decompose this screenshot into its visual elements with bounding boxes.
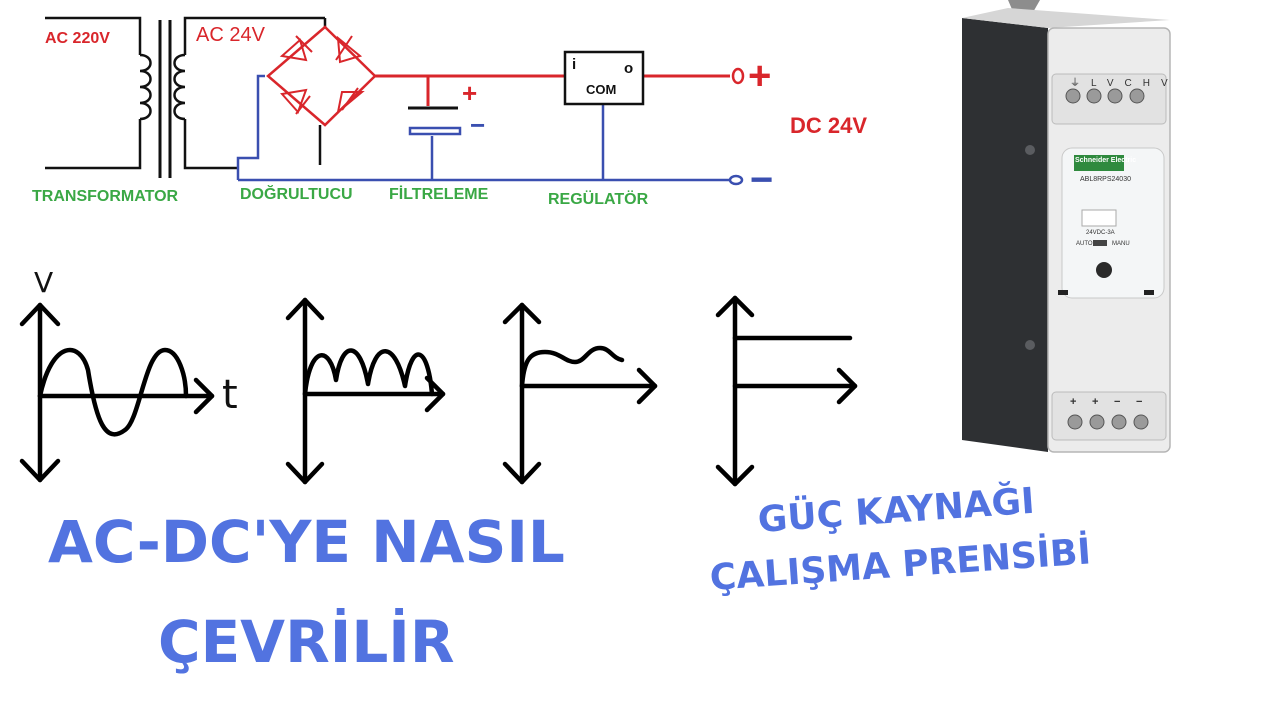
capacitor-plate-bottom [408,126,462,136]
mode-switch [1093,240,1107,246]
bottom-screws [1067,414,1149,430]
terminal-minus-1: − [1114,396,1121,408]
filtered-wave [519,345,625,389]
primary-coil [139,53,152,121]
output-voltage-label: DC 24V [790,113,868,138]
diode-bottom-left [280,88,311,115]
regulator-box [563,50,645,106]
status-led [1144,290,1154,295]
device-model: ABL8RPS24030 [1080,176,1131,183]
capacitor-plus-sign: + [462,78,478,108]
device-brand: Schneider Electric [1075,157,1137,164]
filter-capacitor [408,106,462,136]
secondary-coil [173,53,186,121]
device-label-panel [1081,209,1117,227]
terminal-minus-2: − [1136,396,1143,408]
output-terminal-positive [731,67,745,85]
terminal-hv-label: HV [1142,78,1179,89]
diode-bottom-right [336,87,365,115]
main-title-line2: ÇEVRİLİR [158,608,455,676]
device-rating: 24VDC-3A [1086,230,1115,236]
terminal-plus-2: + [1092,396,1099,408]
stage-label-filter: FİLTRELEME [389,186,489,203]
primary-wire-bottom [45,119,142,170]
device-mode-auto: AUTO [1076,241,1093,247]
secondary-wire [183,16,325,55]
waveform-filtered [502,302,658,485]
voltage-axis-label: V [34,266,54,299]
main-title-line1: AC-DC'YE NASIL [48,508,565,576]
terminal-plus-1: + [1070,396,1077,408]
stage-label-regulator: REGÜLATÖR [548,191,649,208]
output-minus-sign: − [750,158,774,202]
regulator-in-pin: i [572,56,577,73]
regulator-com-pin: COM [586,82,617,97]
brand-badge [1074,155,1124,171]
status-led-2 [1058,290,1068,295]
sine-wave [37,347,189,437]
stage-label-rectifier: DOĞRULTUCU [240,186,353,203]
capacitor-minus-sign: − [470,110,486,140]
device-top-terminal-labels: ⏚LVCHV [1070,74,1179,89]
terminal-ground-label: ⏚ [1070,78,1091,89]
ac-secondary-label: AC 24V [196,24,265,46]
side-screws [1025,145,1035,350]
regulator-out-pin: o [624,60,634,77]
waveform-dc [715,295,858,487]
waveform-rectified [285,297,446,485]
terminal-lv-label: LV [1091,78,1125,89]
power-supply-device [962,0,1171,453]
rectifier-neg-wire [236,74,265,168]
transformer [45,16,325,178]
ac-input-label: AC 220V [45,30,110,47]
terminal-c-label: C [1124,78,1143,89]
primary-wire [45,16,142,55]
top-screws [1065,88,1145,104]
secondary-wire-bottom [183,119,238,170]
negative-rail [236,104,730,182]
time-axis-label: t [222,372,238,418]
positive-rail [375,74,730,106]
diode-top-left [279,35,313,62]
device-side-panel [962,18,1048,452]
device-top [962,8,1170,28]
diode-top-right [335,35,363,64]
rectified-wave [302,348,435,397]
waveform-ac [19,302,215,483]
adjust-potentiometer [1096,262,1112,278]
device-bottom-terminal-labels: + + − − [1070,396,1158,408]
bridge-rectifier [236,18,377,168]
output-terminal-negative [728,174,744,186]
stage-label-transformer: TRANSFORMATOR [32,188,179,205]
output-plus-sign: + [748,54,772,98]
rectifier-diamond [266,25,377,127]
device-mode-manu: MANU [1112,241,1130,247]
